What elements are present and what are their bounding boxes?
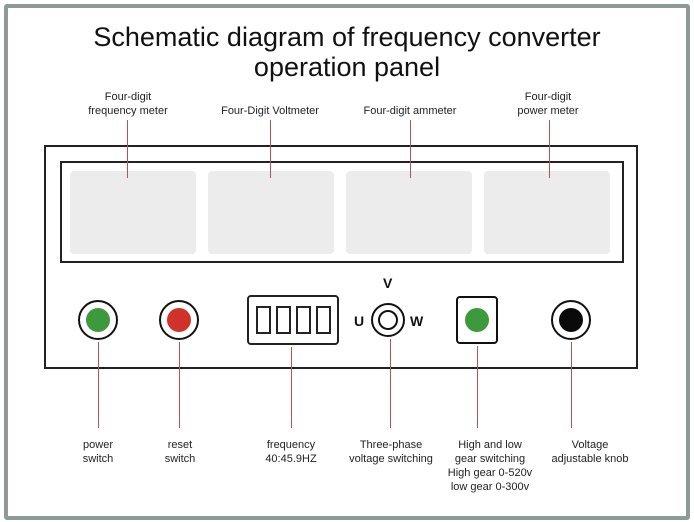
voltmeter-leader: [270, 120, 271, 178]
power-meter-label: Four-digit power meter: [498, 90, 598, 118]
voltage-adjustable-knob[interactable]: [551, 300, 591, 340]
power-switch-label-line-1: power: [83, 439, 113, 451]
three-phase-voltage-switch[interactable]: [371, 303, 405, 337]
frequency-digit: [256, 306, 271, 334]
power-switch-indicator: [86, 308, 110, 332]
power-switch-leader: [98, 342, 99, 428]
frequency-meter-display: [70, 171, 196, 254]
gear-switch-indicator: [465, 308, 489, 332]
gear-switch-label-line-1: High and low: [458, 439, 522, 451]
frequency-display: [247, 295, 339, 345]
voltage-knob-center: [559, 308, 583, 332]
frequency-meter-leader: [127, 120, 128, 178]
voltmeter-display: [208, 171, 334, 254]
frequency-digit: [316, 306, 331, 334]
reset-switch-label: reset switch: [140, 438, 220, 466]
ammeter-display: [346, 171, 472, 254]
frequency-digit: [276, 306, 291, 334]
phase-switch-label: Three-phase voltage switching: [338, 438, 444, 466]
power-switch[interactable]: [78, 300, 118, 340]
ammeter-label: Four-digit ammeter: [363, 105, 457, 117]
frequency-digit: [296, 306, 311, 334]
power-meter-display: [484, 171, 610, 254]
reset-switch[interactable]: [159, 300, 199, 340]
three-phase-switch-hub: [378, 310, 398, 330]
power-meter-leader: [549, 120, 550, 178]
frequency-meter-label: Four-digit frequency meter: [78, 90, 178, 118]
gear-switch-label-line-4: low gear 0-300v: [450, 481, 530, 493]
reset-switch-indicator: [167, 308, 191, 332]
power-meter-label-line-1: Four-digit: [524, 91, 572, 103]
voltage-knob-label-line-2: adjustable knob: [551, 453, 629, 465]
reset-switch-label-line-1: reset: [167, 439, 193, 451]
power-switch-label: power switch: [58, 438, 138, 466]
voltage-knob-leader: [571, 342, 572, 428]
phase-switch-label-line-2: voltage switching: [349, 453, 433, 465]
phase-u-label: U: [354, 313, 365, 329]
reset-switch-label-line-2: switch: [164, 453, 196, 465]
gear-switch-label-line-3: High gear 0-520v: [447, 467, 533, 479]
voltage-knob-label-line-1: Voltage: [571, 439, 609, 451]
phase-v-label: V: [383, 275, 393, 291]
phase-switch-label-line-1: Three-phase: [359, 439, 423, 451]
reset-switch-leader: [179, 342, 180, 428]
gear-switch[interactable]: [456, 296, 498, 344]
diagram-title-line-1: Schematic diagram of frequency converter: [93, 22, 601, 52]
phase-w-label: W: [410, 313, 424, 329]
diagram-title-line-2: operation panel: [253, 52, 441, 82]
gear-switch-label: High and low gear switching High gear 0-…: [440, 438, 540, 494]
gear-switch-label-line-2: gear switching: [454, 453, 526, 465]
power-switch-label-line-2: switch: [82, 453, 114, 465]
frequency-display-label: frequency 40:45.9HZ: [246, 438, 336, 466]
frequency-meter-label-line-2: frequency meter: [88, 105, 168, 117]
frequency-display-leader: [291, 347, 292, 428]
ammeter-leader: [410, 120, 411, 178]
frequency-display-label-line-2: 40:45.9HZ: [265, 453, 317, 465]
frequency-meter-label-line-1: Four-digit: [104, 91, 152, 103]
gear-switch-leader: [477, 346, 478, 428]
voltmeter-label: Four-Digit Voltmeter: [221, 105, 319, 117]
phase-switch-leader: [390, 339, 391, 428]
frequency-display-label-line-1: frequency: [266, 439, 316, 451]
power-meter-label-line-2: power meter: [517, 105, 579, 117]
voltage-knob-label: Voltage adjustable knob: [540, 438, 640, 466]
